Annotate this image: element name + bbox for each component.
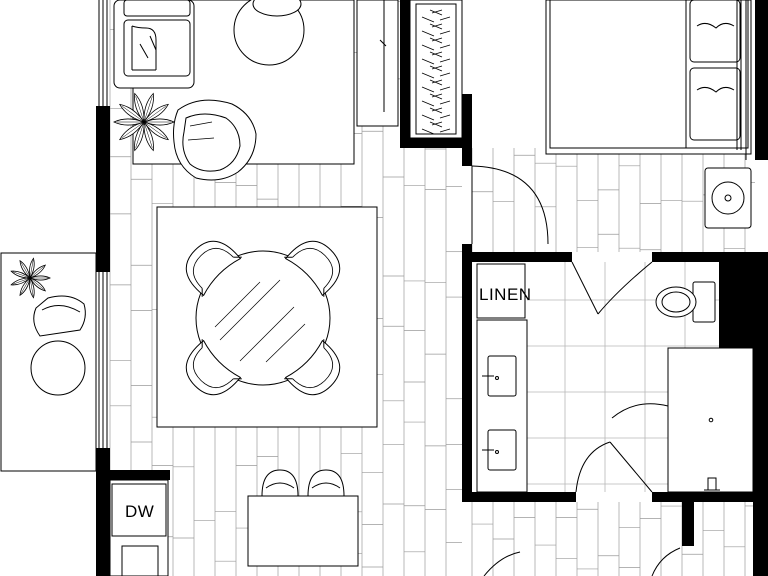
wardrobe xyxy=(409,0,463,139)
living-area xyxy=(113,0,399,181)
nightstand xyxy=(704,167,752,229)
walls xyxy=(96,0,768,576)
bar-stools xyxy=(261,469,345,497)
balcony-round-table xyxy=(30,340,86,396)
shower xyxy=(667,347,754,493)
floor-plant-icon xyxy=(113,92,175,152)
dining-chair xyxy=(284,339,341,396)
dishwasher-label: DW xyxy=(125,502,154,521)
dining-area xyxy=(156,206,378,428)
vanity-sink-upper xyxy=(482,355,517,397)
kitchen: DW xyxy=(109,469,359,576)
bathroom: LINEN xyxy=(476,263,754,493)
coffee-table xyxy=(233,0,305,66)
sofa xyxy=(113,0,195,89)
toilet xyxy=(655,281,716,323)
tv-console xyxy=(356,0,399,127)
doors xyxy=(471,165,681,576)
bed xyxy=(545,0,752,160)
balcony-lounge-chair xyxy=(33,295,86,337)
kitchen-island xyxy=(247,495,359,567)
dining-chair xyxy=(284,240,341,297)
dining-chair xyxy=(185,339,242,396)
armchair xyxy=(173,99,257,181)
balcony xyxy=(0,252,97,472)
bedroom xyxy=(545,0,752,229)
dining-table xyxy=(195,250,331,386)
vanity-sink-lower xyxy=(482,429,517,471)
balcony-plant-icon xyxy=(10,257,51,299)
window-left xyxy=(98,0,108,448)
linen-closet-label: LINEN xyxy=(479,285,532,304)
dining-chair xyxy=(185,240,242,297)
